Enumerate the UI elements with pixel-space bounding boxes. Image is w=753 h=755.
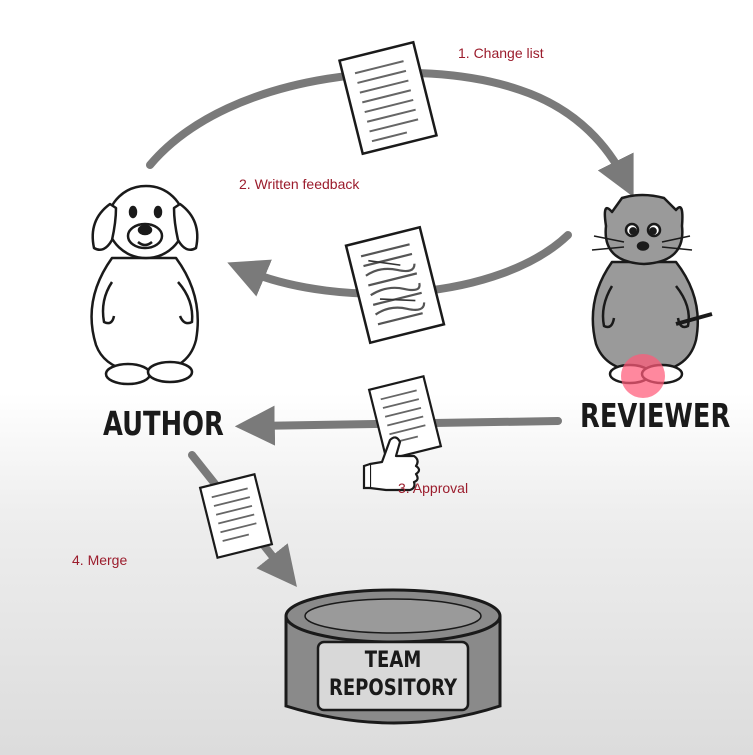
- step-approval-label: 3. Approval: [398, 480, 469, 496]
- step-change-list-label: 1. Change list: [458, 45, 544, 61]
- approval-document: [367, 374, 443, 462]
- step-merge-label: 4. Merge: [72, 552, 128, 568]
- feedback-document: [344, 225, 446, 345]
- reviewer-label: REVIEWER: [580, 396, 731, 435]
- team-repository-cylinder: [284, 588, 502, 725]
- author-label: AUTHOR: [103, 404, 224, 443]
- change-list-document: [338, 40, 438, 156]
- change-list-arrow: [146, 68, 634, 198]
- repository-title-line2: REPOSITORY: [328, 676, 458, 701]
- repository-title-line1: TEAM: [364, 648, 422, 673]
- step-written-feedback-label: 2. Written feedback: [239, 176, 360, 192]
- merge-document: [198, 472, 274, 560]
- cursor-highlight: [621, 354, 665, 398]
- author-dog-figure: [90, 184, 200, 386]
- thumbs-up-icon: [362, 436, 421, 492]
- reviewer-cat-figure: [591, 193, 713, 385]
